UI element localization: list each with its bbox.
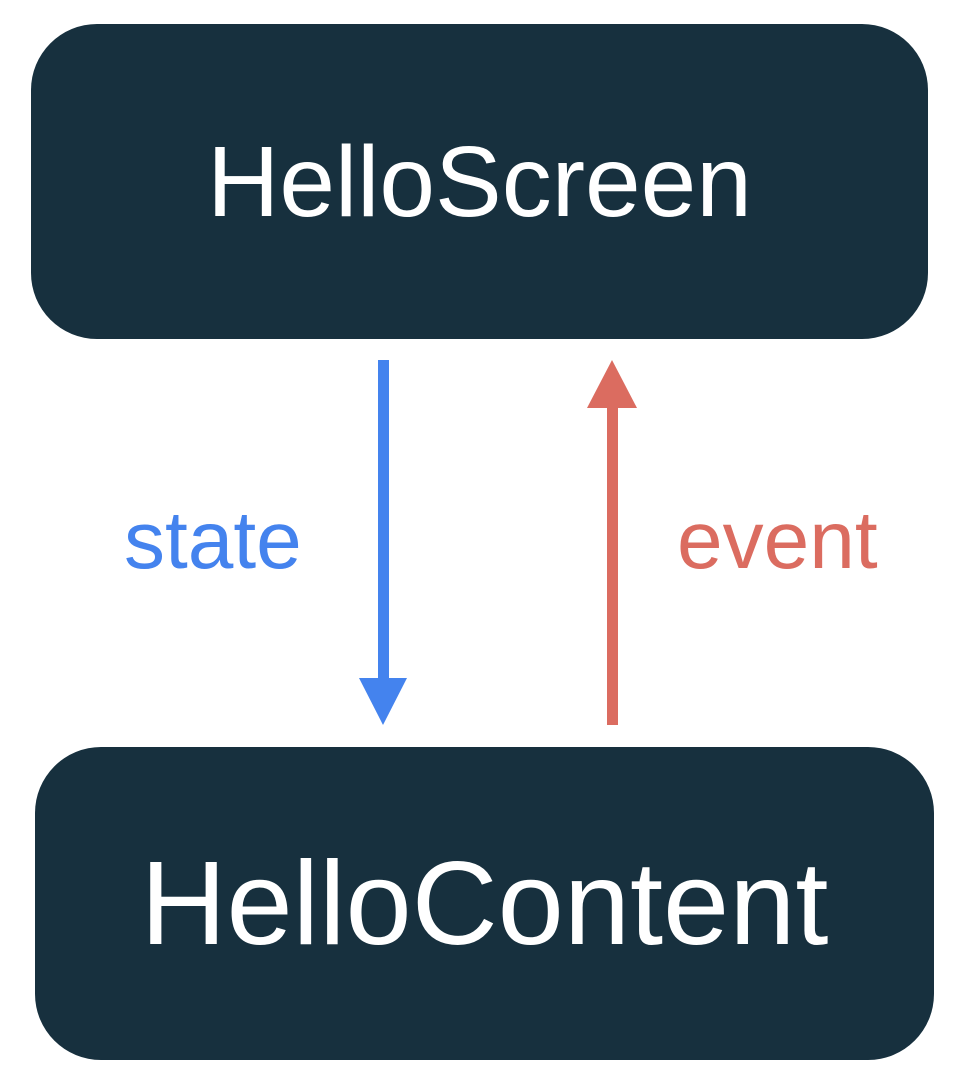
event-arrow-shaft (607, 406, 618, 725)
state-arrow-down-icon (359, 678, 407, 725)
node-helloscreen-label: HelloScreen (207, 125, 752, 238)
event-flow-label: event (677, 495, 878, 586)
node-hellocontent: HelloContent (35, 747, 934, 1060)
node-hellocontent-label: HelloContent (140, 837, 829, 970)
state-arrow-shaft (378, 360, 389, 680)
state-flow-label: state (124, 495, 302, 586)
event-arrow-up-icon (587, 360, 637, 408)
node-helloscreen: HelloScreen (31, 24, 928, 339)
